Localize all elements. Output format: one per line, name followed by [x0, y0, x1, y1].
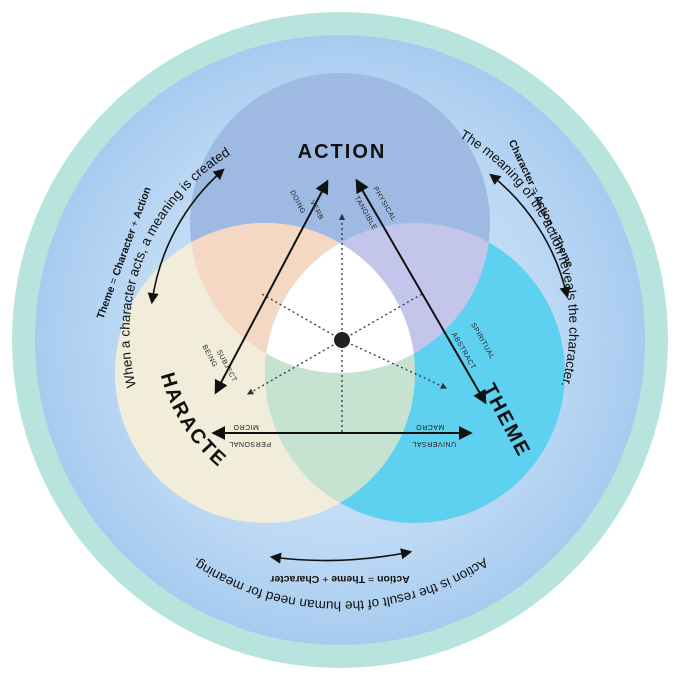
arrow-action-theme — [355, 178, 487, 405]
center-overlap — [265, 223, 415, 373]
arrow-ring-left — [147, 168, 225, 305]
center-dot — [334, 332, 350, 348]
label-personal: PERSONAL — [229, 440, 271, 447]
arrow-ring-right — [489, 173, 571, 299]
action-title: ACTION — [298, 141, 387, 163]
label-micro: MICRO — [233, 423, 259, 430]
triangle-arrows — [211, 178, 487, 440]
arrow-ring-bottom — [269, 548, 413, 564]
formula-action: Action = Theme + Character — [270, 573, 409, 585]
arrow-character-action — [214, 179, 329, 395]
ring-formula-arrows — [147, 168, 571, 564]
label-macro: MACRO — [416, 423, 445, 430]
label-universal: UNIVERSAL — [412, 440, 456, 447]
